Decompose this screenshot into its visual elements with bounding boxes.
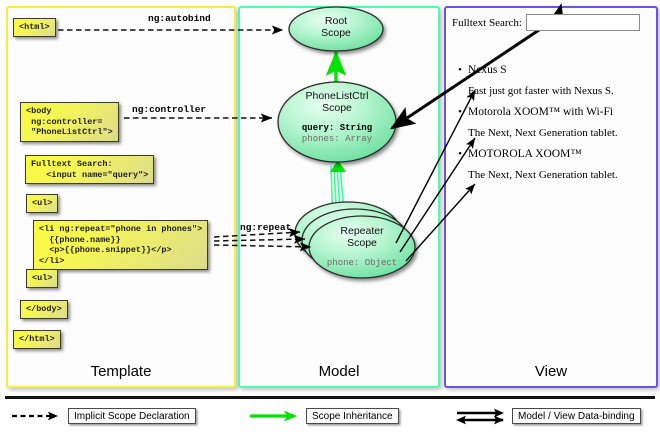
- green-arrow-icon: [250, 410, 297, 422]
- phone-name: Nexus S: [468, 64, 507, 76]
- phone-name: Motorola XOOM™ with Wi-Fi: [468, 106, 614, 118]
- panel-model-label: Model: [318, 363, 360, 380]
- li-repeat-box: <li ng:repeat="phone in phones"> {{phone…: [33, 220, 209, 270]
- view-search-row: Fulltext Search:: [452, 14, 648, 31]
- html-open-box: <html>: [13, 18, 56, 37]
- legend-inheritance: Scope Inheritance: [248, 407, 399, 425]
- html-close-box: </html>: [13, 330, 61, 349]
- phone-snippet: The Next, Next Generation tablet.: [468, 169, 618, 181]
- bullet-icon: •: [458, 64, 462, 76]
- list-item[interactable]: • Nexus S Fast just got faster with Nexu…: [452, 63, 648, 99]
- fulltext-box: Fulltext Search: <input name="query">: [25, 155, 155, 184]
- phone-name: MOTOROLA XOOM™: [468, 148, 582, 160]
- view-content: Fulltext Search: • Nexus S Fast just got…: [452, 14, 648, 189]
- ul-open-box: <ul>: [26, 194, 59, 213]
- legend-databinding-label: Model / View Data-binding: [512, 408, 641, 424]
- phone-snippet: Fast just got faster with Nexus S.: [468, 85, 614, 97]
- panel-template-label: Template: [90, 363, 152, 380]
- body-box: <body ng:controller= "PhoneListCtrl">: [20, 102, 119, 142]
- double-arrow-icon: [456, 408, 504, 425]
- phone-snippet: The Next, Next Generation tablet.: [468, 127, 618, 139]
- bullet-icon: •: [458, 106, 462, 118]
- list-item[interactable]: • Motorola XOOM™ with Wi-Fi The Next, Ne…: [452, 105, 648, 141]
- dashed-arrow-icon: [12, 411, 58, 421]
- ng-repeat-label: ng:repeat: [240, 222, 292, 233]
- legend: Implicit Scope Declaration Scope Inherit…: [0, 396, 660, 435]
- fulltext-search-input[interactable]: [525, 14, 640, 31]
- ng-controller-label: ng:controller: [132, 104, 207, 115]
- legend-implicit-scope-label: Implicit Scope Declaration: [68, 408, 196, 424]
- panel-view-label: View: [534, 363, 568, 380]
- legend-inheritance-label: Scope Inheritance: [306, 408, 399, 424]
- legend-implicit-scope: Implicit Scope Declaration: [10, 407, 196, 425]
- body-close-box: </body>: [20, 300, 68, 319]
- legend-divider: [5, 396, 655, 399]
- bullet-icon: •: [458, 148, 462, 160]
- view-search-label: Fulltext Search:: [452, 16, 522, 29]
- panel-model: Model: [238, 6, 440, 388]
- ul-close-box: <ul>: [26, 269, 59, 288]
- phone-list: • Nexus S Fast just got faster with Nexu…: [452, 63, 648, 183]
- ng-autobind-label: ng:autobind: [148, 13, 211, 24]
- list-item[interactable]: • MOTOROLA XOOM™ The Next, Next Generati…: [452, 147, 648, 183]
- legend-databinding: Model / View Data-binding: [454, 407, 641, 425]
